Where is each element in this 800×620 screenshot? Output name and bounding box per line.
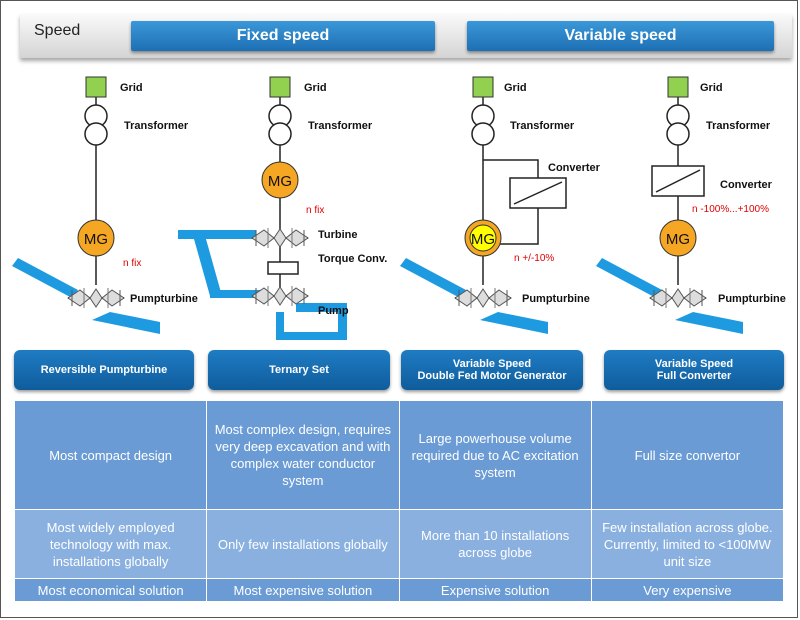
pump-label: Pump [318, 305, 349, 317]
transformer-label: Transformer [308, 120, 373, 132]
table-row: Most compact design Most complex design,… [13, 400, 785, 510]
table-cell: Very expensive [590, 578, 785, 602]
transformer-label: Transformer [510, 120, 575, 132]
converter-label: Converter [720, 179, 773, 191]
speed-range-label: n +/-10% [514, 253, 554, 264]
water-conduit [92, 312, 160, 334]
mg-label: MG [84, 231, 108, 248]
pumpturbine-label: Pumpturbine [718, 293, 786, 305]
water-conduit [400, 258, 466, 298]
water-conduit [12, 258, 78, 298]
table-cell: Only few installations globally [206, 509, 400, 579]
schematic-diagram: Grid Transformer MG n fix Pumpturbine Gr… [12, 76, 786, 340]
type-double-fed-mg: Variable Speed Double Fed Motor Generato… [401, 350, 583, 390]
table-cell: Few installation across globe. Currently… [590, 509, 785, 579]
grid-icon [667, 76, 689, 98]
speed-n-fix-label: n fix [306, 205, 324, 216]
water-conduit [210, 290, 260, 298]
grid-icon [269, 76, 291, 98]
grid-label: Grid [700, 82, 723, 94]
motor-generator-icon [261, 161, 299, 199]
pumpturbine-label: Pumpturbine [130, 293, 198, 305]
pumpturbine-label: Pumpturbine [522, 293, 590, 305]
type-line2: Double Fed Motor Generator [417, 370, 567, 382]
grid-icon [472, 76, 494, 98]
table-cell: Most compact design [13, 400, 208, 510]
type-reversible-pumpturbine: Reversible Pumpturbine [14, 350, 194, 390]
grid-label: Grid [504, 82, 527, 94]
water-conduit [276, 312, 284, 336]
mg-label: MG [471, 231, 495, 248]
double-fed-mg-schematic: Grid Transformer Converter MG n +/-10% P… [400, 76, 601, 334]
speed-label: Speed [34, 22, 81, 39]
table-row: Most widely employed technology with max… [13, 509, 785, 579]
water-conduit [276, 332, 347, 340]
speed-n-fix-label: n fix [123, 258, 141, 269]
ternary-set-schematic: Grid Transformer MG n fix Turbine Torque… [178, 76, 387, 340]
water-conduit [480, 312, 548, 334]
reversible-pumpturbine-schematic: Grid Transformer MG n fix Pumpturbine [12, 76, 198, 334]
grid-label: Grid [120, 82, 143, 94]
turbine-runner-icon [251, 227, 309, 249]
rotor-icon [469, 224, 497, 252]
type-ternary-set: Ternary Set [208, 350, 390, 390]
transformer-icon [471, 104, 495, 146]
type-full-converter: Variable Speed Full Converter [604, 350, 784, 390]
motor-generator-icon [77, 219, 115, 257]
water-conduit [338, 303, 347, 339]
water-conduit [194, 239, 222, 296]
comparison-table: Most compact design Most complex design,… [13, 400, 785, 602]
mg-label: MG [268, 173, 292, 190]
motor-generator-icon [659, 219, 697, 257]
table-row: Most economical solution Most expensive … [13, 578, 785, 602]
table-cell: Expensive solution [398, 578, 592, 602]
converter-icon [651, 165, 705, 197]
fixed-speed-header: Fixed speed [131, 21, 435, 51]
type-line1: Ternary Set [269, 364, 329, 376]
table-cell: Most complex design, requires very deep … [206, 400, 400, 510]
water-conduit [178, 230, 256, 239]
turbine-label: Turbine [318, 229, 358, 241]
speed-range-label: n -100%...+100% [692, 204, 769, 215]
type-line1: Variable Speed [654, 358, 734, 370]
converter-label: Converter [548, 162, 601, 174]
table-cell: Most economical solution [13, 578, 208, 602]
mg-label: MG [666, 231, 690, 248]
grid-icon [85, 76, 107, 98]
variable-speed-header: Variable speed [467, 21, 774, 51]
transformer-icon [666, 104, 690, 146]
transformer-label: Transformer [706, 120, 771, 132]
torque-converter-label: Torque Conv. [318, 253, 387, 265]
transformer-icon [84, 104, 108, 146]
water-conduit [296, 303, 342, 312]
transformer-icon [268, 104, 292, 146]
transformer-label: Transformer [124, 120, 189, 132]
torque-converter-icon [267, 261, 299, 275]
table-cell: Large powerhouse volume required due to … [398, 400, 592, 510]
table-cell: More than 10 installations across globe [398, 509, 592, 579]
water-conduit [675, 312, 743, 334]
table-cell: Most expensive solution [206, 578, 400, 602]
water-conduit [596, 258, 662, 298]
type-line1: Reversible Pumpturbine [40, 364, 168, 376]
table-cell: Most widely employed technology with max… [13, 509, 208, 579]
type-line2: Full Converter [656, 370, 732, 382]
grid-label: Grid [304, 82, 327, 94]
full-converter-schematic: Grid Transformer Converter n -100%...+10… [596, 76, 786, 334]
type-line1: Variable Speed [452, 358, 532, 370]
table-cell: Full size convertor [590, 400, 785, 510]
